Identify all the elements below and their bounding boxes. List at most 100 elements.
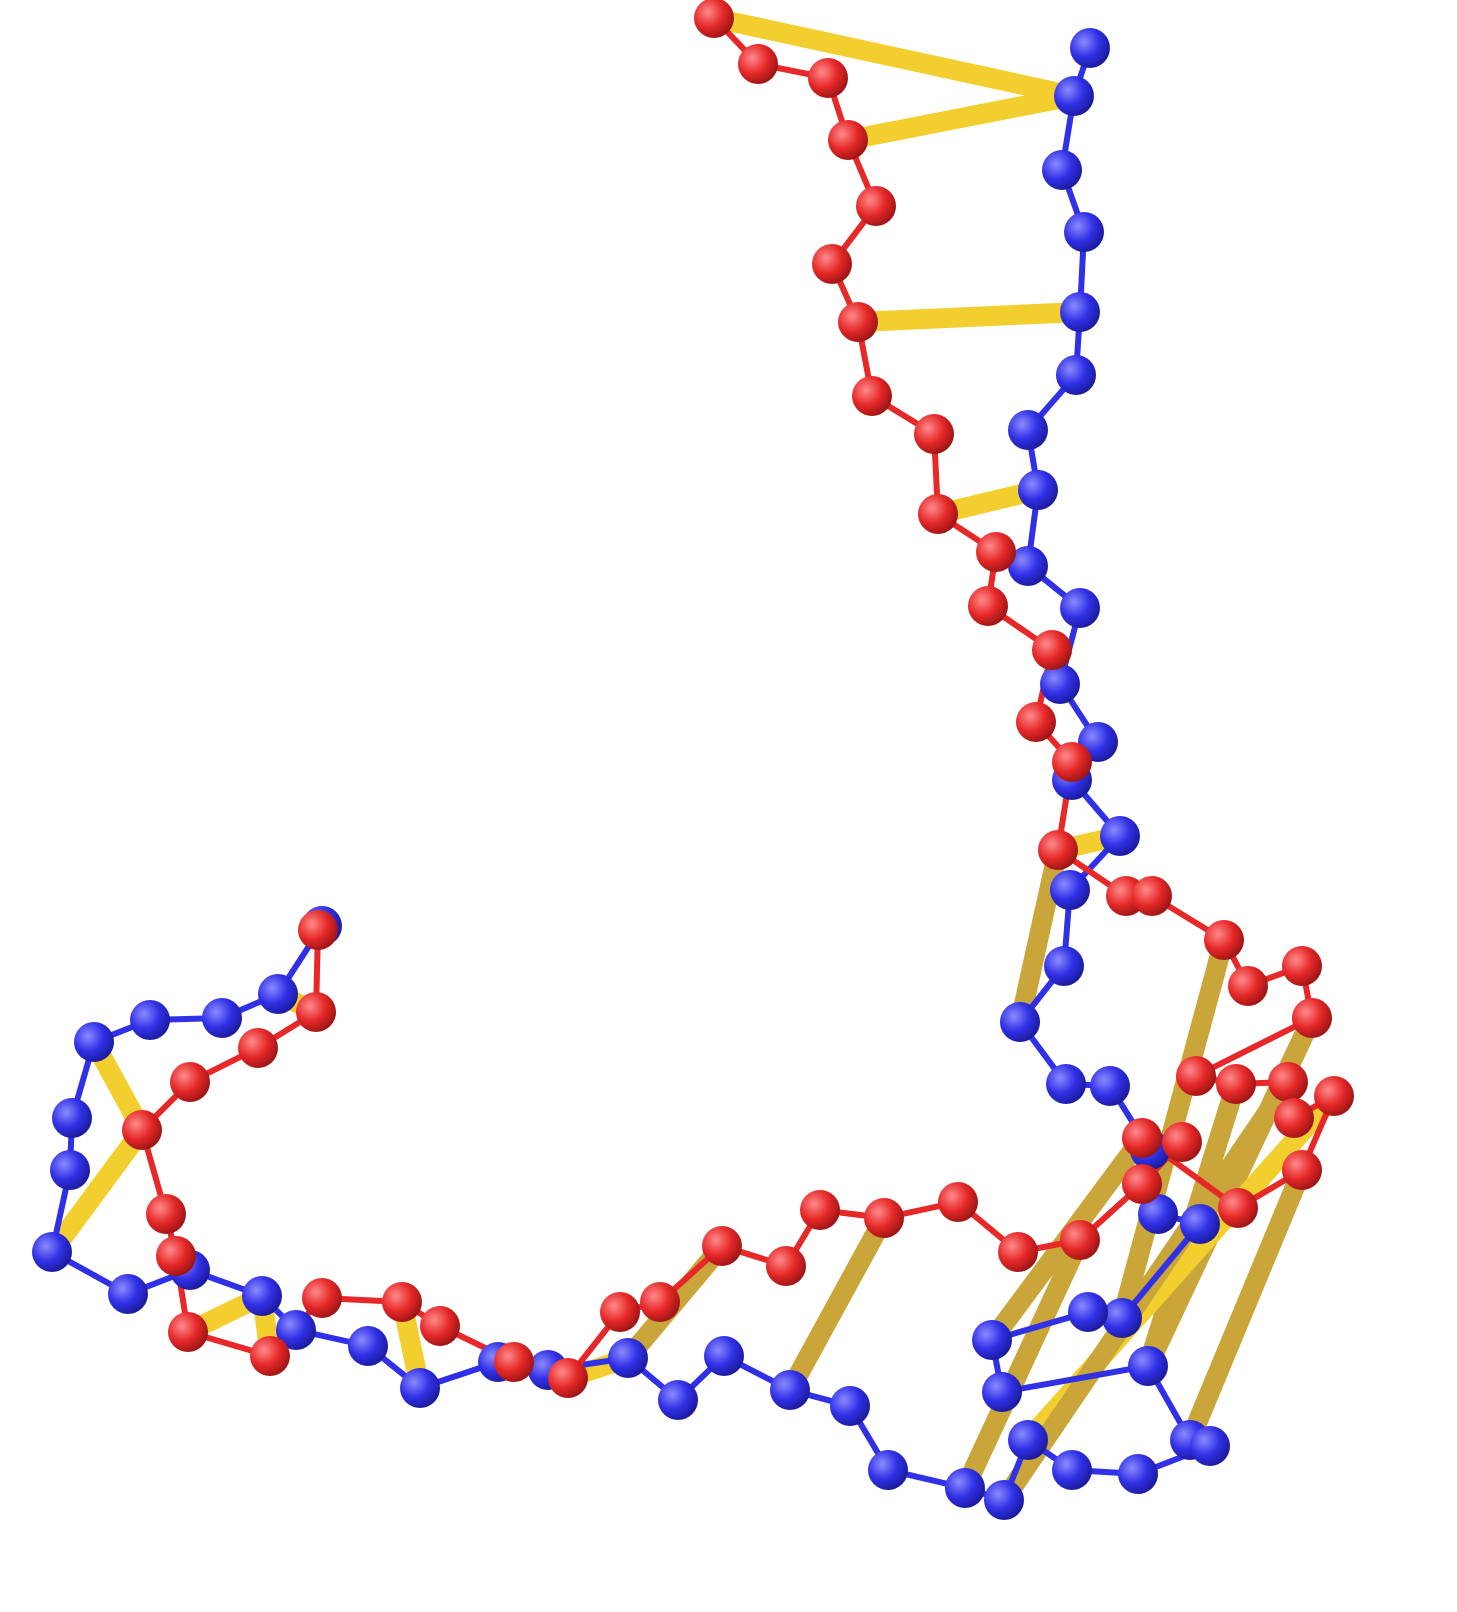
strand-b-bead	[494, 1342, 534, 1382]
strand-a-bead	[945, 1468, 985, 1508]
strand-b-bead	[1228, 966, 1268, 1006]
strand-b-bead	[302, 1278, 342, 1318]
strand-a-bead	[1190, 1426, 1230, 1466]
strand-a-bead	[258, 974, 298, 1014]
strand-b-bead	[914, 414, 954, 454]
strand-a-bead	[1060, 588, 1100, 628]
strand-a-bond	[1119, 1221, 1203, 1321]
strand-b-bead	[918, 494, 958, 534]
strand-a-bead	[400, 1368, 440, 1408]
strand-b-bead	[238, 1028, 278, 1068]
strand-b-bead	[168, 1312, 208, 1352]
strand-b-bead	[298, 910, 338, 950]
strand-b-bead	[296, 992, 336, 1032]
strand-b-bead	[1216, 1064, 1256, 1104]
strand-a-bead	[704, 1336, 744, 1376]
strand-b-bead	[808, 58, 848, 98]
base-pair-bond	[955, 1230, 1090, 1498]
strand-a-bead	[74, 1022, 114, 1062]
strand-b-bead	[856, 186, 896, 226]
strand-a-bead	[1040, 664, 1080, 704]
strand-b-bead	[1052, 742, 1092, 782]
strand-b-bead	[1038, 830, 1078, 870]
strand-a-bead	[830, 1386, 870, 1426]
strand-b-bead	[1268, 1062, 1308, 1102]
strand-a-bead	[32, 1232, 72, 1272]
strand-b-bead	[1314, 1076, 1354, 1116]
strand-a-bead	[1044, 946, 1084, 986]
strand-b-bead	[800, 1190, 840, 1230]
strand-b-bead	[1132, 876, 1172, 916]
strand-b-bead	[600, 1292, 640, 1332]
strand-a-bead	[1102, 1298, 1142, 1338]
strand-b-bead	[976, 532, 1016, 572]
base-pair-bond	[704, 8, 1084, 106]
strand-b-bead	[1016, 702, 1056, 742]
strand-b-bead	[548, 1358, 588, 1398]
strand-a-bead	[1046, 1064, 1086, 1104]
base-pair-bonds	[42, 8, 1344, 1510]
strand-a-bead	[52, 1098, 92, 1138]
strand-a-bead	[1070, 28, 1110, 68]
strand-a-bead	[1128, 1346, 1168, 1386]
strand-a-bead	[1000, 1002, 1040, 1042]
strand-a-bead	[50, 1150, 90, 1190]
strand-a-bead	[202, 998, 242, 1038]
strand-b-bead	[156, 1236, 196, 1276]
strand-a-bead	[1052, 1450, 1092, 1490]
strand-a-bead	[242, 1276, 282, 1316]
strand-a-bead	[1180, 1204, 1220, 1244]
strand-b-bead	[382, 1282, 422, 1322]
strand-a-bead	[1060, 292, 1100, 332]
strand-b-bead	[838, 302, 878, 342]
strand-b-bead	[998, 1232, 1038, 1272]
strand-a-bead	[972, 1320, 1012, 1360]
strand-a-bead	[1118, 1454, 1158, 1494]
strand-a-bead	[130, 1000, 170, 1040]
strand-b-bead	[766, 1246, 806, 1286]
strand-a-bead	[1064, 212, 1104, 252]
strand-a-bead	[1008, 1420, 1048, 1460]
strand-b-bead	[122, 1110, 162, 1150]
strand-b-bead	[1282, 1150, 1322, 1190]
strand-b-bead	[1218, 1188, 1258, 1228]
strand-a-bead	[868, 1450, 908, 1490]
strand-a-bead	[608, 1338, 648, 1378]
strand-b-bead	[1274, 1098, 1314, 1138]
strand-b-bead	[702, 1226, 742, 1266]
strand-a-bead	[1056, 355, 1096, 395]
strand-b-bead	[1032, 630, 1072, 670]
strand-b-bead	[170, 1062, 210, 1102]
strand-a-bead	[1068, 1292, 1108, 1332]
strand-a-bead	[276, 1310, 316, 1350]
base-pair-bond	[838, 86, 1084, 150]
strand-a-bead	[1090, 1066, 1130, 1106]
strand-b-bead	[1122, 1164, 1162, 1204]
strand-a-bead	[1054, 76, 1094, 116]
strand-a-bead	[348, 1326, 388, 1366]
strand-b-beads	[122, 0, 1354, 1398]
base-pair-bond	[1180, 1160, 1312, 1450]
base-pair-bond	[780, 1208, 894, 1400]
strand-b-bead	[1204, 920, 1244, 960]
base-pair-bond	[1010, 840, 1068, 1032]
strand-a-bead	[108, 1274, 148, 1314]
strand-a-beads	[32, 28, 1230, 1520]
strand-b-bead	[640, 1282, 680, 1322]
strand-a-bead	[1008, 410, 1048, 450]
strand-a-bead	[1008, 546, 1048, 586]
strand-b-bead	[968, 586, 1008, 626]
strand-b-bead	[738, 44, 778, 84]
base-pair-bond	[42, 1120, 152, 1262]
strand-b-bead	[1162, 1122, 1202, 1162]
strand-b-bead	[146, 1194, 186, 1234]
strand-b-bead	[828, 120, 868, 160]
strand-b-bead	[1122, 1118, 1162, 1158]
strand-a-bead	[984, 1480, 1024, 1520]
strand-b-bead	[812, 244, 852, 284]
strand-a-bead	[1018, 470, 1058, 510]
base-pair-bond	[848, 302, 1090, 332]
strand-a-bead	[1050, 870, 1090, 910]
strand-a-bead	[982, 1372, 1022, 1412]
